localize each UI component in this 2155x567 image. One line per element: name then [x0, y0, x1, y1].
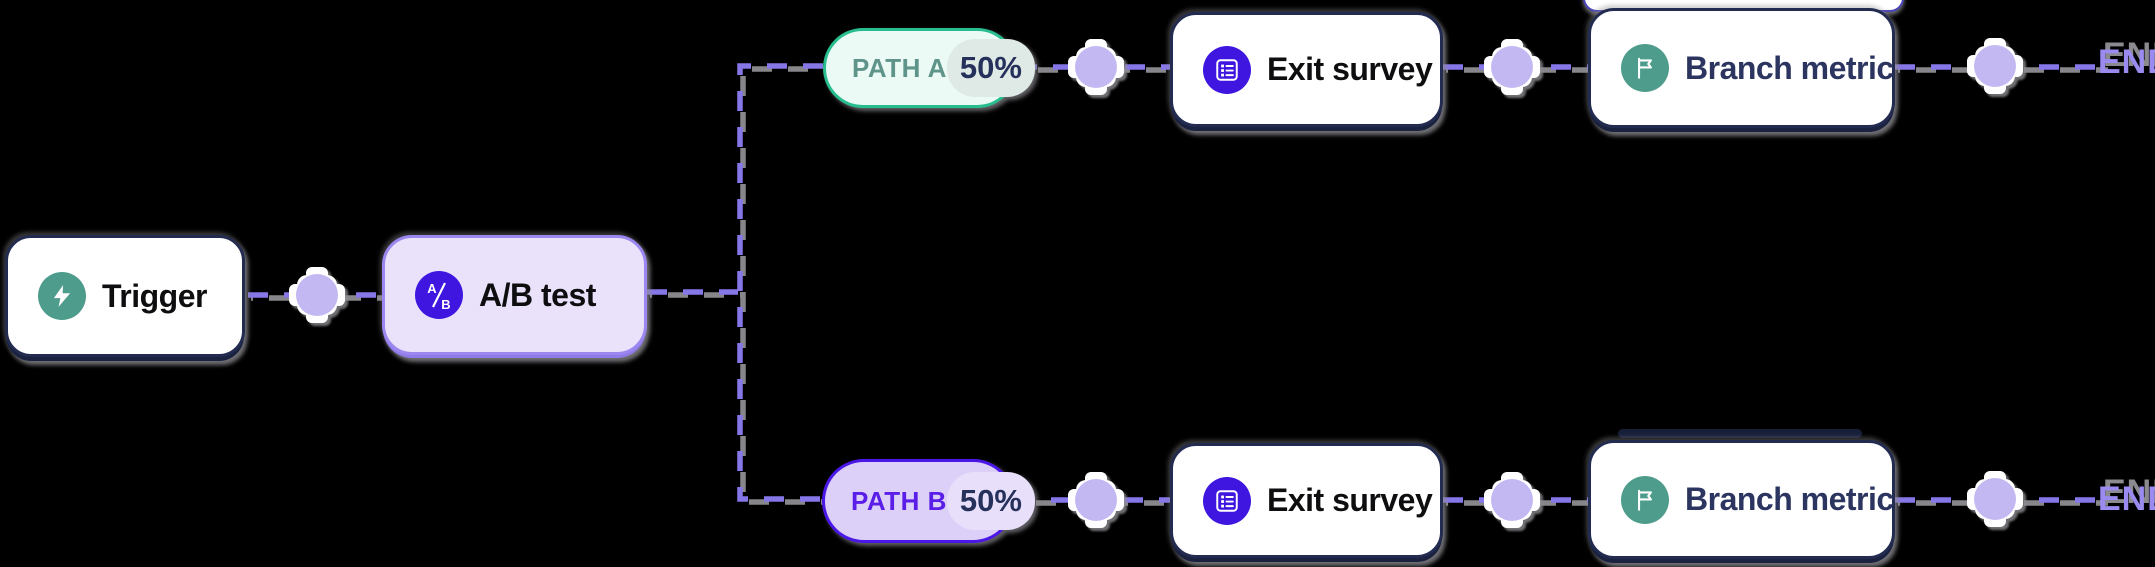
path-b-label: PATH B — [851, 485, 947, 516]
trigger-label: Trigger — [102, 277, 207, 314]
stacked-card-shadow-bottom — [1618, 429, 1862, 438]
lightning-icon — [38, 272, 86, 320]
path-a-label: PATH A — [852, 52, 947, 83]
ab-test-label: A/B test — [479, 276, 596, 313]
ab-icon-letter-b: B — [441, 297, 450, 312]
flag-icon — [1621, 44, 1669, 92]
ab-split-icon: A B — [415, 271, 463, 319]
branch-metric-node-top[interactable]: Branch metric — [1588, 8, 1895, 128]
add-step-node[interactable] — [289, 267, 345, 323]
port-dot — [1491, 479, 1533, 521]
add-step-node[interactable] — [1484, 472, 1540, 528]
end-label-top: END — [2098, 43, 2155, 81]
exit-survey-label: Exit survey — [1267, 51, 1433, 87]
exit-survey-node-top[interactable]: Exit survey — [1170, 12, 1443, 127]
flag-icon — [1621, 475, 1669, 524]
trigger-node[interactable]: Trigger — [5, 235, 245, 357]
wire-branch-split — [737, 63, 823, 502]
exit-survey-label: Exit survey — [1267, 482, 1433, 518]
survey-icon — [1203, 476, 1251, 525]
branch-metric-node-bottom[interactable]: Branch metric — [1588, 440, 1895, 559]
ab-icon-letter-a: A — [427, 281, 437, 296]
exit-survey-node-bottom[interactable]: Exit survey — [1170, 443, 1443, 558]
end-label-bottom: END — [2098, 480, 2155, 518]
path-a-badge[interactable]: PATH A 50% — [823, 28, 1035, 108]
add-step-node[interactable] — [1068, 472, 1124, 528]
port-dot — [1075, 46, 1117, 88]
add-step-node[interactable] — [1068, 39, 1124, 95]
port-dot — [296, 274, 338, 316]
path-a-split-percent: 50% — [946, 39, 1035, 97]
branch-metric-label: Branch metric — [1685, 49, 1894, 86]
branch-metric-label: Branch metric — [1685, 481, 1894, 517]
port-dot — [1974, 45, 2016, 87]
add-step-node[interactable] — [1484, 39, 1540, 95]
add-step-node[interactable] — [1967, 38, 2023, 94]
ab-test-node[interactable]: A B A/B test — [382, 235, 647, 355]
path-b-badge[interactable]: PATH B 50% — [822, 459, 1035, 543]
port-dot — [1075, 479, 1117, 521]
add-step-node[interactable] — [1967, 471, 2023, 527]
survey-icon — [1203, 45, 1251, 94]
port-dot — [1491, 46, 1533, 88]
port-dot — [1974, 478, 2016, 520]
path-b-split-percent: 50% — [946, 472, 1035, 530]
